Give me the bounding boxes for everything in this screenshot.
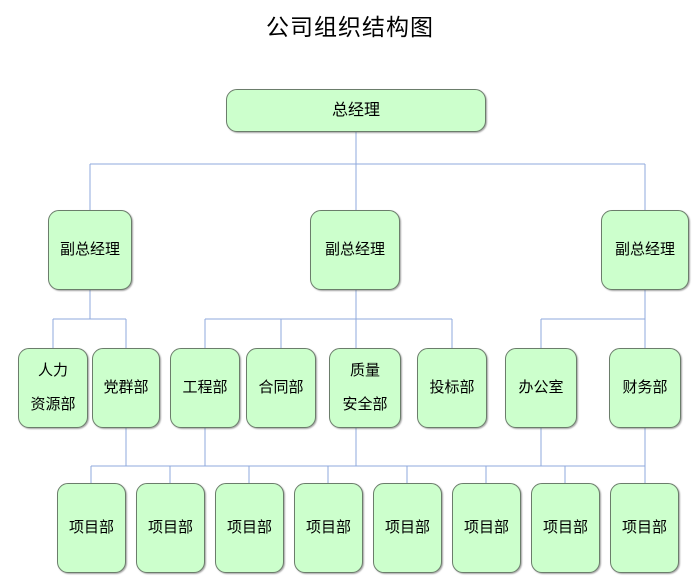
node-label: 项目部	[463, 519, 509, 536]
node-deputy-general-manager-1[interactable]: 副总经理	[48, 210, 132, 290]
node-label: 副总经理	[614, 241, 675, 258]
node-project-department-8[interactable]: 项目部	[610, 483, 679, 573]
page-title: 公司组织结构图	[266, 14, 434, 40]
node-project-department-4[interactable]: 项目部	[294, 483, 363, 573]
node-label: 人力	[37, 361, 68, 379]
node-department-party-affairs[interactable]: 党群部	[92, 348, 160, 428]
node-department-finance[interactable]: 财务部	[609, 348, 681, 428]
node-label: 项目部	[305, 519, 351, 536]
node-project-department-5[interactable]: 项目部	[373, 483, 442, 573]
node-label: 项目部	[147, 519, 193, 536]
node-department-engineering[interactable]: 工程部	[170, 348, 240, 428]
node-deputy-general-manager-3[interactable]: 副总经理	[601, 210, 689, 290]
node-label: 项目部	[384, 519, 430, 536]
node-project-department-6[interactable]: 项目部	[452, 483, 521, 573]
node-general-manager[interactable]: 总经理	[226, 89, 486, 132]
node-label: 项目部	[542, 519, 588, 536]
node-project-department-1[interactable]: 项目部	[57, 483, 126, 573]
node-label: 办公室	[518, 379, 564, 396]
node-label: 党群部	[103, 379, 149, 396]
node-deputy-general-manager-2[interactable]: 副总经理	[310, 210, 400, 290]
node-project-department-3[interactable]: 项目部	[215, 483, 284, 573]
node-project-department-2[interactable]: 项目部	[136, 483, 205, 573]
node-label-line2: 资源部	[30, 396, 76, 414]
node-department-office[interactable]: 办公室	[505, 348, 577, 428]
node-label-line2: 安全部	[342, 396, 388, 414]
node-department-human-resources[interactable]: 人力 资源部	[18, 348, 88, 428]
node-label: 合同部	[258, 379, 304, 396]
node-label: 项目部	[68, 519, 114, 536]
node-label: 财务部	[622, 379, 668, 396]
node-label: 副总经理	[324, 241, 385, 258]
node-department-quality-safety[interactable]: 质量 安全部	[329, 348, 401, 428]
node-label: 投标部	[429, 379, 475, 396]
node-label: 总经理	[331, 101, 380, 119]
node-label: 项目部	[226, 519, 272, 536]
node-label: 工程部	[182, 379, 228, 396]
node-label: 项目部	[621, 519, 667, 536]
node-project-department-7[interactable]: 项目部	[531, 483, 600, 573]
node-label: 副总经理	[59, 241, 120, 258]
node-department-contract[interactable]: 合同部	[246, 348, 316, 428]
node-label: 质量	[349, 361, 380, 379]
node-department-bidding[interactable]: 投标部	[417, 348, 487, 428]
